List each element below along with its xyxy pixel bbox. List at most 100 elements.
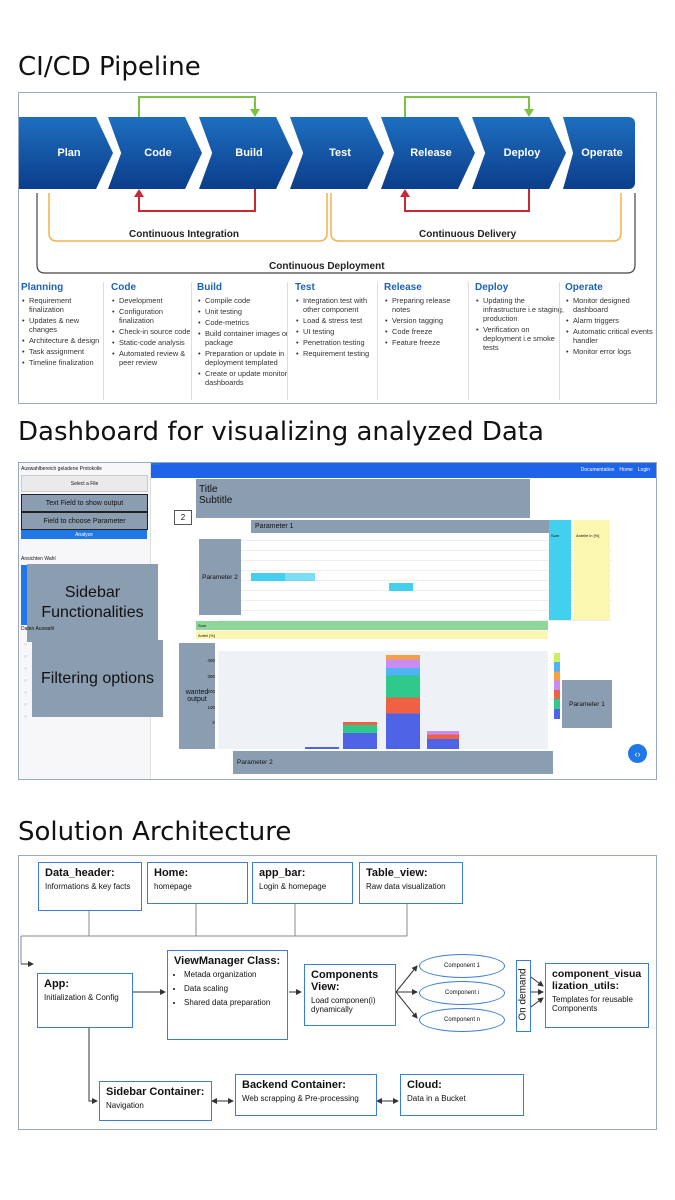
detail-item: Version tagging [385, 316, 470, 325]
dashboard-panel: Documentation Home Login Auswahlbereich … [18, 462, 657, 780]
detail-item: Preparation or update in deployment temp… [198, 349, 291, 367]
stage-build-label: Build [235, 147, 263, 159]
x-axis-parameter-2: Parameter 2 [233, 751, 553, 774]
nav-login-link[interactable]: Login [637, 467, 650, 473]
continuous-deployment-label: Continuous Deployment [269, 261, 385, 272]
architecture-section-title: Solution Architecture [18, 817, 292, 847]
detail-item: Check-in source code [112, 327, 195, 336]
detail-item: Build container images or package [198, 329, 291, 347]
view-manager-item: Data scaling [184, 984, 281, 993]
y-tick: 400 [207, 658, 215, 663]
visualization-utils-desc: Templates for reusable Components [552, 995, 633, 1013]
title-block: Title Subtitle [196, 479, 530, 518]
sidebar-functionalities-placeholder: Sidebar Functionalities [27, 564, 158, 642]
app-bar-desc: Login & homepage [259, 882, 327, 891]
stage-operate-label: Operate [581, 147, 623, 159]
detail-item: Load & stress test [296, 316, 383, 325]
detail-divider [468, 282, 469, 400]
home-title: Home: [154, 867, 189, 879]
detail-list-code: Development Configuration finalization C… [111, 296, 195, 369]
detail-item: Requirement testing [296, 349, 383, 358]
detail-divider [559, 282, 560, 400]
y-tick: 0 [212, 720, 215, 725]
output-text-field[interactable]: Text Field to show output [21, 494, 148, 512]
continuous-integration-label: Continuous Integration [129, 229, 239, 240]
detail-item: Automated review & peer review [112, 349, 195, 367]
parameter-field[interactable]: Field to choose Parameter [21, 512, 148, 530]
sum-column [549, 520, 571, 620]
cloud-box: Cloud: Data in a Bucket [400, 1074, 524, 1116]
components-view-box: Components View: Load componen(i) dynami… [304, 964, 396, 1026]
stage-deploy-label: Deploy [503, 147, 541, 159]
sum-row: Sum [196, 621, 548, 630]
detail-list-release: Preparing release notes Version tagging … [384, 296, 470, 349]
backend-container-title: Backend Container: [242, 1079, 346, 1091]
stage-code: Code [108, 117, 202, 189]
dashboard-section-title: Dashboard for visualizing analyzed Data [18, 417, 544, 447]
detail-title-operate: Operate [565, 282, 603, 293]
detail-item: Code freeze [385, 327, 470, 336]
app-bar-box: app_bar: Login & homepage [252, 862, 353, 904]
home-desc: homepage [154, 882, 192, 891]
detail-item: Timeline finalization [22, 358, 101, 367]
stage-release: Release [381, 117, 475, 189]
sidebar-header: Auswahlbereich geladene Protokolle [21, 466, 102, 472]
nav-home-link[interactable]: Home [619, 467, 633, 473]
detail-list-operate: Monitor designed dashboard Alarm trigger… [565, 296, 659, 358]
view-selector-strip[interactable] [21, 565, 27, 625]
nav-documentation-link[interactable]: Documentation [580, 467, 615, 473]
view-manager-item: Metada organization [184, 970, 281, 979]
components-view-title: Components View: [311, 969, 379, 993]
chart-bar [343, 722, 377, 749]
y-tick: 200 [207, 689, 215, 694]
code-toggle-icon[interactable]: ‹› [628, 744, 647, 763]
detail-item: Code-metrics [198, 318, 291, 327]
stage-test: Test [290, 117, 384, 189]
chart-bar [386, 655, 420, 749]
table-view-title: Table_view: [366, 867, 428, 879]
sum-header: Sum [551, 533, 560, 538]
detail-divider [103, 282, 104, 400]
detail-title-build: Build [197, 282, 222, 293]
detail-item: Configuration finalization [112, 307, 195, 325]
stage-plan: Plan [19, 117, 113, 189]
detail-item: Integration test with other component [296, 296, 383, 314]
chart-legend-swatches [554, 653, 560, 719]
detail-divider [287, 282, 288, 400]
detail-item: Verification on deployment i.e smoke tes… [476, 325, 567, 352]
app-title: App: [44, 978, 70, 990]
stage-operate: Operate [563, 117, 635, 189]
select-file-button[interactable]: Select a File [21, 475, 148, 492]
detail-item: UI testing [296, 327, 383, 336]
continuous-delivery-label: Continuous Delivery [419, 229, 517, 240]
backend-container-box: Backend Container: Web scrapping & Pre-p… [235, 1074, 377, 1116]
share-column [574, 520, 610, 620]
component-n-node: Component n [419, 1008, 505, 1032]
view-manager-list: Metada organization Data scaling Shared … [174, 970, 281, 1007]
stage-build: Build [199, 117, 293, 189]
app-desc: Initialization & Config [44, 993, 119, 1002]
detail-item: Monitor designed dashboard [566, 296, 659, 314]
components-view-desc: Load componen(i) dynamically [311, 996, 376, 1014]
table-highlight-cell [389, 583, 413, 591]
view-manager-item: Shared data preparation [184, 998, 281, 1007]
data-radio-list[interactable]: ○○○○○○○ [24, 642, 28, 720]
chart-y-ticks: 400 300 200 100 0 [205, 653, 215, 731]
wanted-output-label: wanted output [179, 643, 215, 749]
table-highlight-cell [251, 573, 285, 581]
sidebar-toggle-button[interactable] [150, 463, 159, 465]
detail-item: Alarm triggers [566, 316, 659, 325]
data-header-desc: Informations & key facts [45, 882, 131, 891]
home-box: Home: homepage [147, 862, 248, 904]
detail-item: Compile code [198, 296, 291, 305]
view-manager-title: ViewManager Class: [174, 955, 281, 967]
visualization-utils-box: component_visualization_utils: Templates… [545, 963, 649, 1028]
analyze-button[interactable]: Analyze [21, 530, 147, 539]
app-bar-title: app_bar: [259, 867, 306, 879]
visualization-utils-title: component_visualization_utils: [552, 968, 642, 992]
sum-row-label: Sum [198, 623, 207, 628]
app-box: App: Initialization & Config [37, 973, 133, 1028]
pipeline-connectors [36, 96, 636, 274]
detail-title-planning: Planning [21, 282, 64, 293]
sidebar-container-desc: Navigation [106, 1101, 144, 1110]
